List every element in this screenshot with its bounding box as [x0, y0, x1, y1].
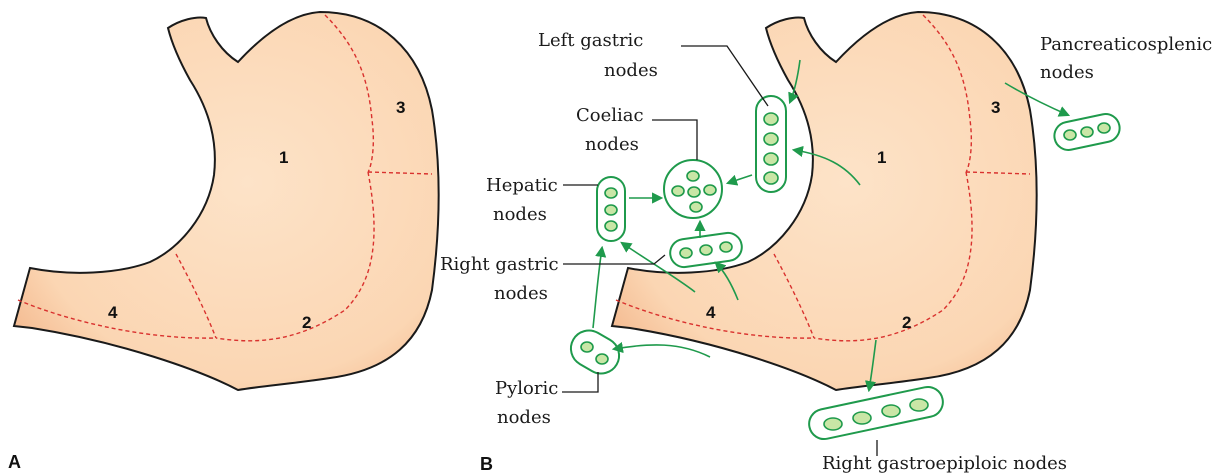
label-right-gastric-2: nodes: [494, 283, 548, 304]
label-hepatic-2: nodes: [493, 204, 547, 225]
region-1-label-a: 1: [279, 148, 288, 167]
region-2-label-a: 2: [302, 313, 311, 332]
leader-coeliac: [652, 120, 697, 160]
lymph-node: [690, 202, 702, 212]
pyloric-capsule: [564, 324, 625, 380]
panel-b: 3 1 4 2: [440, 12, 1212, 474]
region-4-label-a: 4: [108, 303, 118, 322]
label-pyloric-2: nodes: [497, 407, 551, 428]
lymph-node: [700, 245, 712, 255]
lymph-node: [1098, 123, 1110, 133]
pancreaticosplenic-node-group: [1052, 111, 1122, 152]
region-2-label-b: 2: [902, 313, 911, 332]
leader-right-gastric: [563, 255, 665, 264]
label-pancreaticosplenic-1: Pancreaticosplenic: [1040, 34, 1212, 55]
panel-b-label: B: [480, 454, 493, 474]
label-right-gastroepiploic: Right gastroepiploic nodes: [822, 453, 1067, 474]
label-coeliac-1: Coeliac: [576, 105, 644, 126]
label-left-gastric-1: Left gastric: [538, 30, 643, 51]
lymph-node: [764, 113, 778, 125]
lymph-node: [605, 221, 617, 231]
region-3-label-a: 3: [396, 98, 405, 117]
region-1-label-b: 1: [877, 148, 886, 167]
lymph-node: [581, 342, 593, 352]
label-hepatic-1: Hepatic: [486, 175, 558, 196]
hepatic-node-group: [597, 177, 625, 241]
label-pyloric-1: Pyloric: [495, 378, 558, 399]
lymph-node: [853, 412, 871, 424]
lymph-node: [605, 205, 617, 215]
stomach-a-outline: [14, 12, 439, 390]
lymph-node: [824, 418, 842, 430]
lymph-node: [1081, 127, 1093, 137]
panel-a-label: A: [8, 452, 21, 472]
lymph-node: [605, 188, 617, 198]
flow-arrow: [614, 345, 710, 357]
label-left-gastric-2: nodes: [604, 60, 658, 81]
lymph-node: [1064, 130, 1076, 140]
region-4-label-b: 4: [706, 303, 716, 322]
label-pancreaticosplenic-2: nodes: [1040, 62, 1094, 83]
flow-arrow: [728, 175, 752, 183]
right-gastroepiploic-capsule: [806, 384, 945, 442]
lymph-node: [672, 186, 684, 196]
leader-left-gastric: [681, 46, 768, 106]
lymph-node: [764, 172, 778, 184]
lymph-node: [596, 354, 608, 364]
right-gastric-node-group: [668, 231, 743, 269]
pyloric-node-group: [564, 324, 625, 380]
lymph-node: [688, 187, 700, 197]
lymph-node: [687, 171, 699, 181]
lymph-node: [720, 242, 732, 252]
coeliac-node-group: [664, 160, 722, 218]
lymph-node: [680, 248, 692, 258]
lymph-node: [764, 153, 778, 165]
region-3-label-b: 3: [991, 98, 1000, 117]
panel-a: 3 1 4 2 A: [8, 12, 439, 472]
left-gastric-node-group: [756, 96, 786, 192]
lymph-node: [910, 399, 928, 411]
right-gastroepiploic-node-group: [806, 384, 945, 442]
lymph-node: [704, 185, 716, 195]
leader-pyloric: [562, 372, 598, 392]
flow-arrow: [593, 248, 602, 328]
lymph-node: [764, 133, 778, 145]
label-coeliac-2: nodes: [585, 134, 639, 155]
label-right-gastric-1: Right gastric: [440, 254, 559, 275]
lymph-node: [882, 405, 900, 417]
